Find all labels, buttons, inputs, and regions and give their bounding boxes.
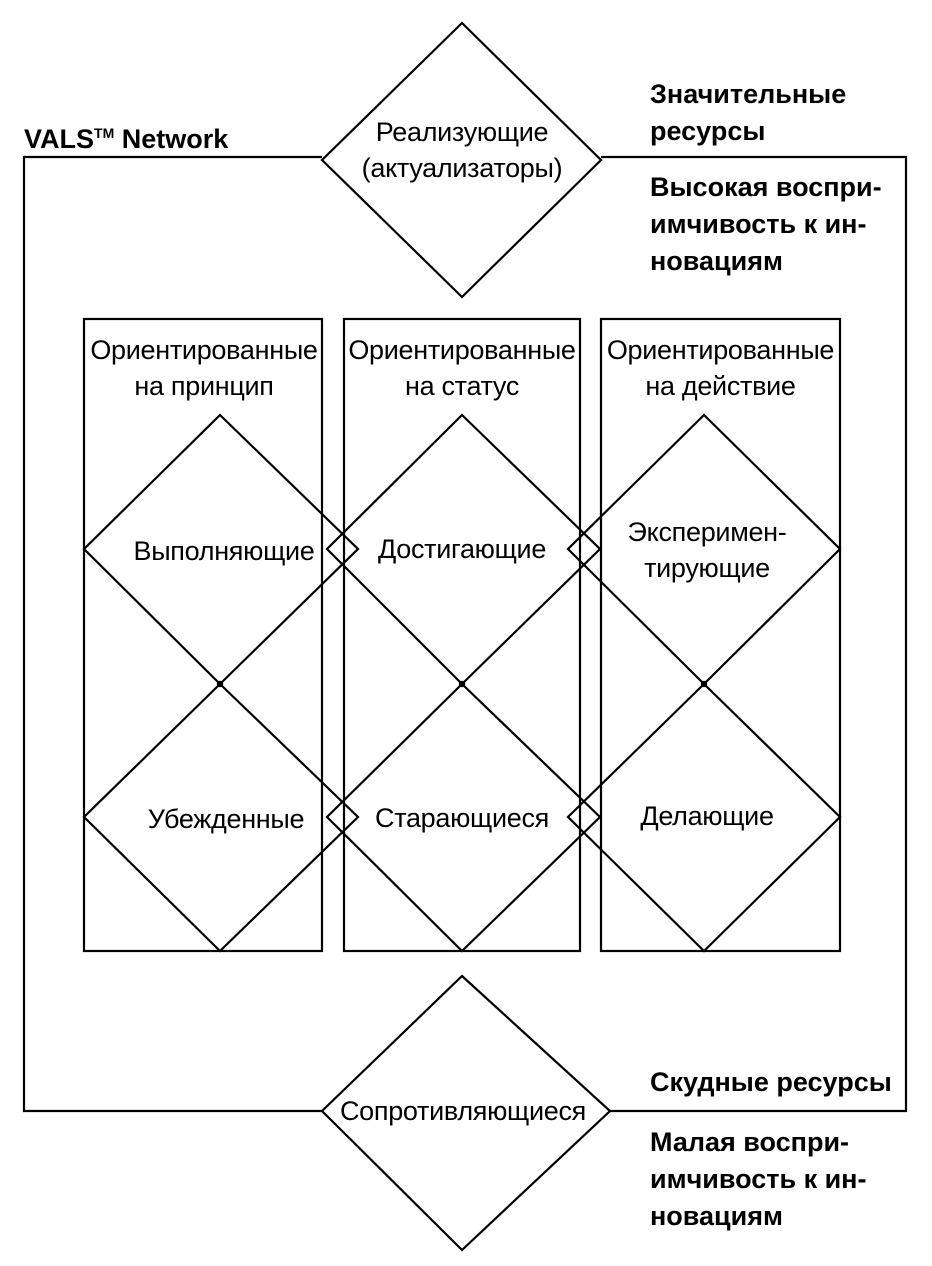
segment-achievers: Достигающие xyxy=(377,534,547,564)
network-title: VALSTM Network xyxy=(24,115,228,158)
top-diamond xyxy=(320,21,603,299)
high-innovation-note: Высокая воспри- имчивость к ин- новациям xyxy=(650,172,882,276)
column-principle-title: Ориентированные на принцип xyxy=(90,335,318,401)
segment-believers: Убежденные xyxy=(147,804,305,834)
outer-frame-left xyxy=(22,155,322,1113)
column-status-title: Ориентированные на статус xyxy=(348,335,576,401)
network-title-text: VALS xyxy=(24,124,95,154)
bottom-segment-label: Сопротивляющиеся xyxy=(339,1096,586,1126)
segment-experiencers: Эксперимен- тирующие xyxy=(627,517,787,583)
segment-makers: Делающие xyxy=(640,801,774,831)
status-lower-diamond xyxy=(325,682,602,953)
column-action-frame xyxy=(599,317,842,953)
junction-action xyxy=(700,680,708,688)
top-segment-label: Реализующие (актуализаторы) xyxy=(361,117,563,183)
junction-status xyxy=(458,680,466,688)
bottom-diamond xyxy=(320,974,612,1252)
column-action-title: Ориентированные на действие xyxy=(606,335,835,401)
column-principle-frame xyxy=(82,317,324,953)
action-lower-diamond xyxy=(566,682,842,953)
low-innovation-note: Малая воспри- имчивость к ин- новациям xyxy=(650,1127,867,1231)
network-title-suffix: Network xyxy=(114,124,229,154)
high-resources-note: Значительные ресурсы xyxy=(650,79,847,146)
segment-strivers: Старающиеся xyxy=(375,803,549,833)
junction-principle xyxy=(216,680,224,688)
principle-lower-diamond xyxy=(82,682,360,953)
trademark-mark: TM xyxy=(94,125,115,141)
segment-fulfilled: Выполняющие xyxy=(133,536,315,566)
outer-frame-right xyxy=(601,155,908,1113)
low-resources-note: Скудные ресурсы xyxy=(650,1067,892,1097)
